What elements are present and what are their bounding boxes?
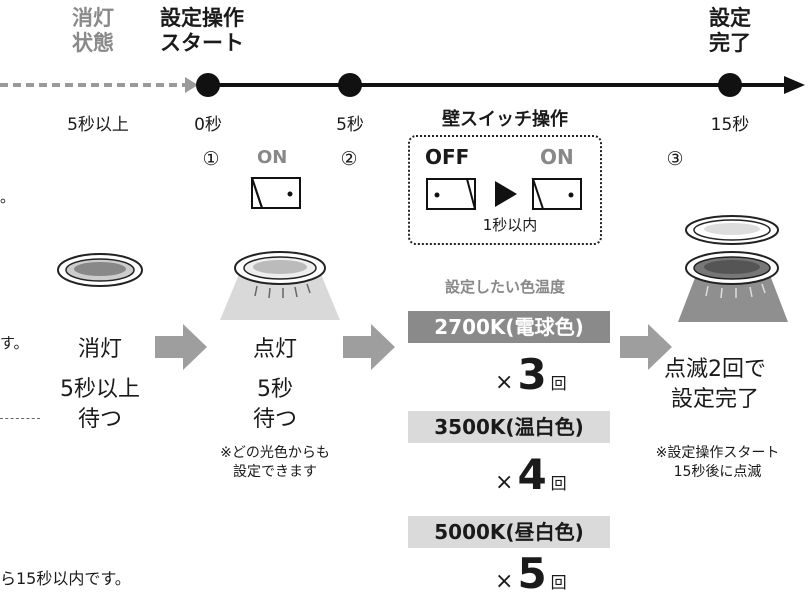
switch-off-label: OFF: [425, 145, 470, 169]
timeline-dot-15s: [718, 73, 742, 97]
within-1s-label: 1秒以内: [482, 216, 538, 234]
state-off-sub: 5秒以上 待つ: [60, 377, 140, 432]
count-value: 5: [517, 549, 547, 598]
stage-start-label: 設定操作 スタート: [160, 6, 244, 55]
timeline-dot-0s: [196, 73, 220, 97]
switch-on-icon: [250, 177, 301, 209]
step-number-3: ③: [666, 148, 684, 170]
times-symbol: ×: [495, 470, 514, 495]
count-unit: 回: [550, 374, 567, 393]
state-on-note: ※どの光色からも 設定できます: [220, 445, 330, 480]
state-done-title: 点滅2回で 設定完了: [664, 357, 766, 412]
count-unit: 回: [550, 573, 567, 592]
count-5000k: × 5 回: [495, 549, 567, 598]
timeline-axis: [0, 73, 805, 97]
lamp-off-icon: [57, 253, 143, 287]
step-number-1: ①: [202, 148, 220, 170]
count-unit: 回: [550, 474, 567, 493]
cutoff-text-mid: す。: [0, 334, 29, 352]
arrow-right-icon: [343, 324, 395, 370]
arrow-right-icon: [155, 324, 207, 370]
times-symbol: ×: [495, 569, 514, 594]
color-temp-title: 設定したい色温度: [444, 278, 565, 296]
cutoff-text-top: 。: [0, 188, 16, 206]
switch-sequence-box: [408, 135, 602, 245]
state-done-note: ※設定操作スタート 15秒後に点滅: [655, 445, 780, 480]
color-temp-5000k: 5000K(昼白色): [408, 516, 610, 548]
cutoff-text-bottom: ら15秒以内です。: [0, 569, 131, 588]
state-off-title: 消灯: [77, 337, 122, 362]
switch-on-label: ON: [540, 145, 574, 169]
step-number-2: ②: [340, 148, 358, 170]
lamp-blinking-icon: [678, 215, 788, 322]
time-15s: 15秒: [710, 115, 750, 135]
cutoff-divider: [0, 418, 40, 419]
count-2700k: × 3 回: [495, 350, 567, 399]
times-symbol: ×: [495, 370, 514, 395]
timeline-dot-5s: [338, 73, 362, 97]
color-temp-2700k: 2700K(電球色): [408, 311, 610, 343]
state-on-title: 点灯: [252, 337, 297, 362]
on-label: ON: [257, 147, 288, 168]
color-temp-3500k: 3500K(温白色): [408, 411, 610, 443]
time-5s: 5秒: [336, 115, 364, 135]
count-value: 4: [517, 450, 547, 499]
time-5s-or-more: 5秒以上: [67, 115, 129, 135]
switch-off-to-on-icon: [426, 178, 582, 210]
stage-off-label: 消灯 状態: [72, 6, 114, 55]
stage-complete-label: 設定 完了: [709, 6, 751, 55]
lamp-on-icon: [220, 251, 340, 320]
count-3500k: × 4 回: [495, 450, 567, 499]
wall-switch-title: 壁スイッチ操作: [442, 109, 568, 130]
state-on-sub: 5秒 待つ: [252, 377, 297, 432]
time-0s: 0秒: [194, 115, 222, 135]
count-value: 3: [517, 350, 547, 399]
arrow-right-icon: [620, 324, 672, 370]
